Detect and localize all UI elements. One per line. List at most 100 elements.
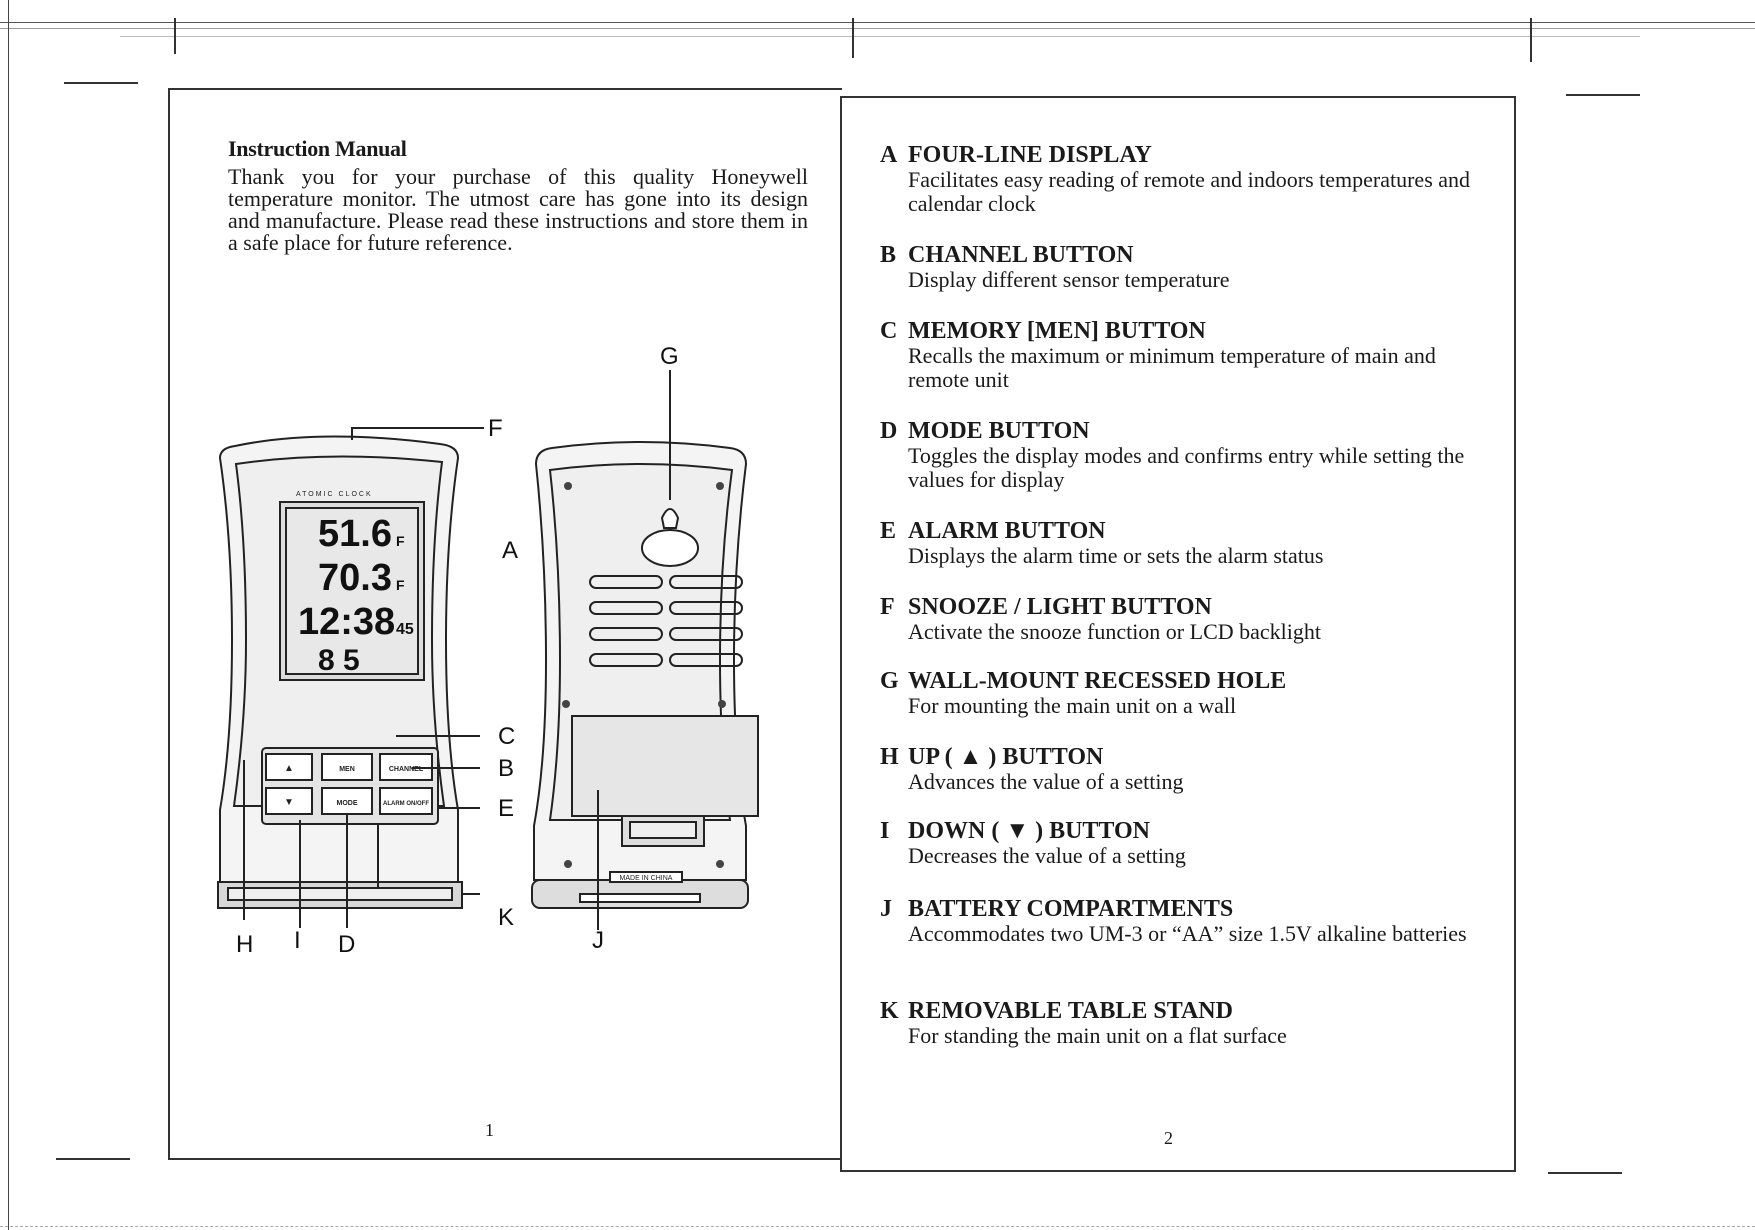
button-labels: ▲ MEN CHANNEL ▼ MODE ALARM ON/OFF xyxy=(284,763,429,808)
callout-j: J xyxy=(592,927,604,954)
component-heading: E ALARM BUTTON xyxy=(880,518,1500,544)
component-title: FOUR-LINE DISPLAY xyxy=(908,142,1152,168)
callout-h: H xyxy=(236,931,253,958)
component-title: UP ( ▲ ) BUTTON xyxy=(908,744,1104,770)
callout-k: K xyxy=(498,904,514,931)
component-letter: E xyxy=(880,518,897,544)
component-description: Recalls the maximum or minimum temperatu… xyxy=(908,343,1436,392)
intro-paragraph: Thank you for your purchase of this qual… xyxy=(228,164,808,255)
callout-b: B xyxy=(498,755,514,782)
component-letter: K xyxy=(880,998,899,1024)
crop-mark xyxy=(852,18,854,58)
margin-mark xyxy=(56,1158,130,1160)
component-title: MODE BUTTON xyxy=(908,418,1090,444)
down-button-label: ▼ xyxy=(284,797,294,808)
lcd-line-1: 51.6 xyxy=(318,513,392,555)
component-heading: B CHANNEL BUTTON xyxy=(880,242,1500,268)
component-letter: C xyxy=(880,318,898,344)
component-description: Display different sensor temperature xyxy=(908,267,1230,292)
lcd-line-2: 70.3 xyxy=(318,557,392,599)
top-border-line-2 xyxy=(0,28,1755,29)
callout-lines xyxy=(243,370,671,930)
component-title: CHANNEL BUTTON xyxy=(908,242,1134,268)
front-unit xyxy=(217,435,463,909)
top-border-line xyxy=(0,22,1755,23)
lcd-digits: 51.6 70.3 12:38 45 8 5 F F xyxy=(298,513,414,677)
alarm-button-label: ALARM ON/OFF xyxy=(383,801,429,807)
lcd-seconds: 45 xyxy=(396,621,414,638)
lcd-line-4: 8 5 xyxy=(318,644,360,677)
lcd-line-3: 12:38 xyxy=(298,601,395,643)
component-title: BATTERY COMPARTMENTS xyxy=(908,896,1234,922)
component-heading: D MODE BUTTON xyxy=(880,418,1500,444)
product-diagram: ATOMIC CLOCK 51.6 70.3 12:38 45 8 5 F F … xyxy=(217,343,759,958)
component-title: ALARM BUTTON xyxy=(908,518,1106,544)
page-number-right: 2 xyxy=(1164,1128,1173,1148)
component-letter: J xyxy=(880,896,892,922)
component-heading: J BATTERY COMPARTMENTS xyxy=(880,896,1500,922)
component-description: Activate the snooze function or LCD back… xyxy=(908,619,1321,644)
top-border-line-3 xyxy=(120,36,1640,37)
brand-text: ATOMIC CLOCK xyxy=(296,491,373,498)
screw-holes xyxy=(562,482,726,868)
component-description: Accommodates two UM-3 or “AA” size 1.5V … xyxy=(908,921,1467,946)
component-heading: H UP ( ▲ ) BUTTON xyxy=(880,744,1500,770)
component-title: WALL-MOUNT RECESSED HOLE xyxy=(908,668,1287,694)
callout-f: F xyxy=(488,415,503,442)
component-description: Toggles the display modes and confirms e… xyxy=(908,443,1465,492)
component-description: Facilitates easy reading of remote and i… xyxy=(908,167,1471,216)
crop-mark xyxy=(1530,18,1532,62)
callout-a: A xyxy=(502,537,518,564)
component-description: Advances the value of a setting xyxy=(908,769,1184,794)
component-title: REMOVABLE TABLE STAND xyxy=(908,998,1233,1024)
right-page-frame xyxy=(840,96,1516,1172)
component-title: MEMORY [MEN] BUTTON xyxy=(908,318,1206,344)
component-letter: F xyxy=(880,594,895,620)
component-letter: B xyxy=(880,242,897,268)
callout-c: C xyxy=(498,723,515,750)
left-edge-mark xyxy=(8,0,9,1230)
component-letter: I xyxy=(880,818,890,844)
component-title: SNOOZE / LIGHT BUTTON xyxy=(908,594,1212,620)
bottom-dotted-line xyxy=(0,1226,1755,1227)
component-heading: G WALL-MOUNT RECESSED HOLE xyxy=(880,668,1500,694)
back-unit xyxy=(531,441,759,909)
margin-mark xyxy=(1566,94,1640,96)
callout-letters: F G A C B E K H I D J xyxy=(236,343,679,958)
component-description: Displays the alarm time or sets the alar… xyxy=(908,543,1324,568)
channel-button-label: CHANNEL xyxy=(389,766,424,773)
left-page-frame xyxy=(168,88,842,1160)
lcd-unit-2: F xyxy=(396,577,405,593)
men-button-label: MEN xyxy=(339,766,355,773)
component-letter: G xyxy=(880,668,899,694)
component-heading: C MEMORY [MEN] BUTTON xyxy=(880,318,1500,344)
made-in-label: MADE IN CHINA xyxy=(620,875,673,882)
component-description: For standing the main unit on a flat sur… xyxy=(908,1023,1287,1048)
component-heading: F SNOOZE / LIGHT BUTTON xyxy=(880,594,1500,620)
component-letter: D xyxy=(880,418,898,444)
component-title: DOWN ( ▼ ) BUTTON xyxy=(908,818,1150,844)
callout-g: G xyxy=(660,343,679,370)
margin-mark xyxy=(64,82,138,84)
component-heading: K REMOVABLE TABLE STAND xyxy=(880,998,1500,1024)
crop-mark xyxy=(174,18,176,54)
callout-d: D xyxy=(338,931,355,958)
lcd-unit-1: F xyxy=(396,533,405,549)
page-title: Instruction Manual xyxy=(228,136,407,161)
callout-i: I xyxy=(294,927,301,954)
mode-button-label: MODE xyxy=(337,800,358,807)
callout-e: E xyxy=(498,795,514,822)
component-letter: H xyxy=(880,744,899,770)
